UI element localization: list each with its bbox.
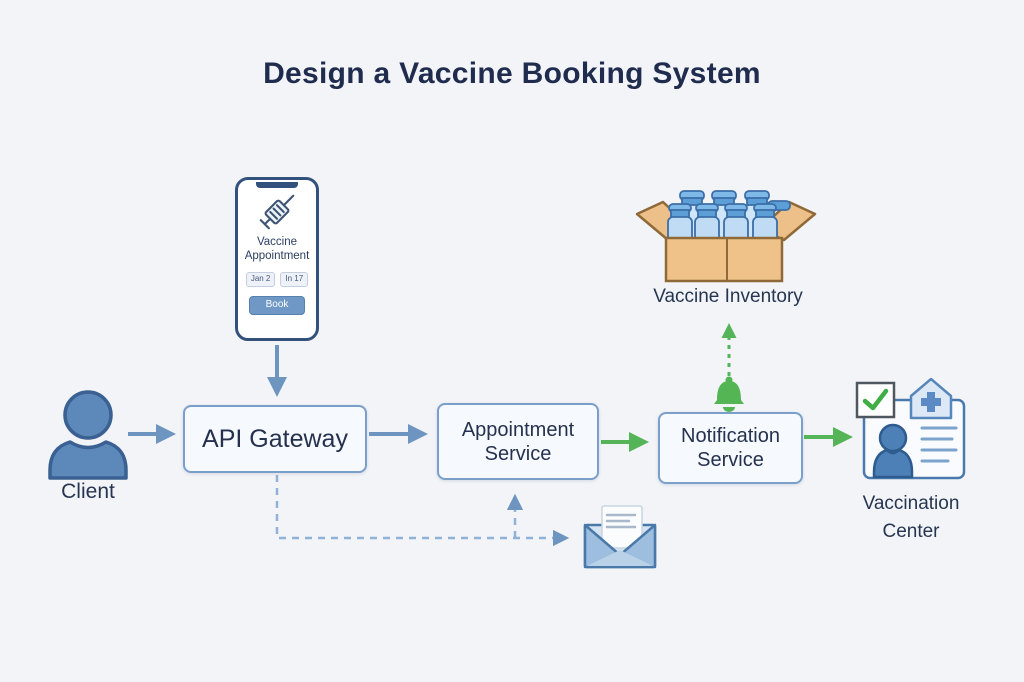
date-chip-row: Jan 2 In 17 [238, 271, 316, 287]
dashed-path-api-to-envelope [275, 475, 570, 547]
clinic-card-icon [855, 377, 966, 480]
date-chip-1[interactable]: Jan 2 [245, 271, 276, 287]
date-chip-2[interactable]: In 17 [280, 271, 309, 287]
checkmark-icon [855, 381, 896, 419]
appointment-service-node: Appointment Service [437, 403, 599, 480]
syringe-icon [259, 194, 295, 230]
notification-service-label: Notification Service [681, 425, 780, 471]
api-gateway-node: API Gateway [183, 405, 367, 473]
clinic-building-icon [909, 377, 953, 420]
smartphone-mockup: Vaccine Appointment Jan 2 In 17 Book [235, 177, 319, 341]
vaccine-inventory-label: Vaccine Inventory [653, 286, 803, 307]
record-lines [920, 426, 958, 463]
phone-app-title: Vaccine Appointment [244, 236, 310, 263]
api-gateway-label: API Gateway [202, 424, 348, 453]
phone-notch-icon [256, 182, 298, 188]
diagram-title: Design a Vaccine Booking System [263, 57, 761, 90]
envelope-icon [583, 505, 657, 569]
patient-icon [872, 423, 914, 479]
book-button[interactable]: Book [249, 295, 305, 315]
appointment-service-label: Appointment Service [461, 418, 575, 465]
client-label: Client [61, 480, 115, 503]
notification-service-node: Notification Service [658, 412, 803, 484]
vial-crate-icon [635, 190, 817, 283]
vaccination-center-label: Vaccination Center [862, 493, 960, 542]
bell-icon [714, 376, 744, 412]
client-person-icon [48, 390, 128, 480]
